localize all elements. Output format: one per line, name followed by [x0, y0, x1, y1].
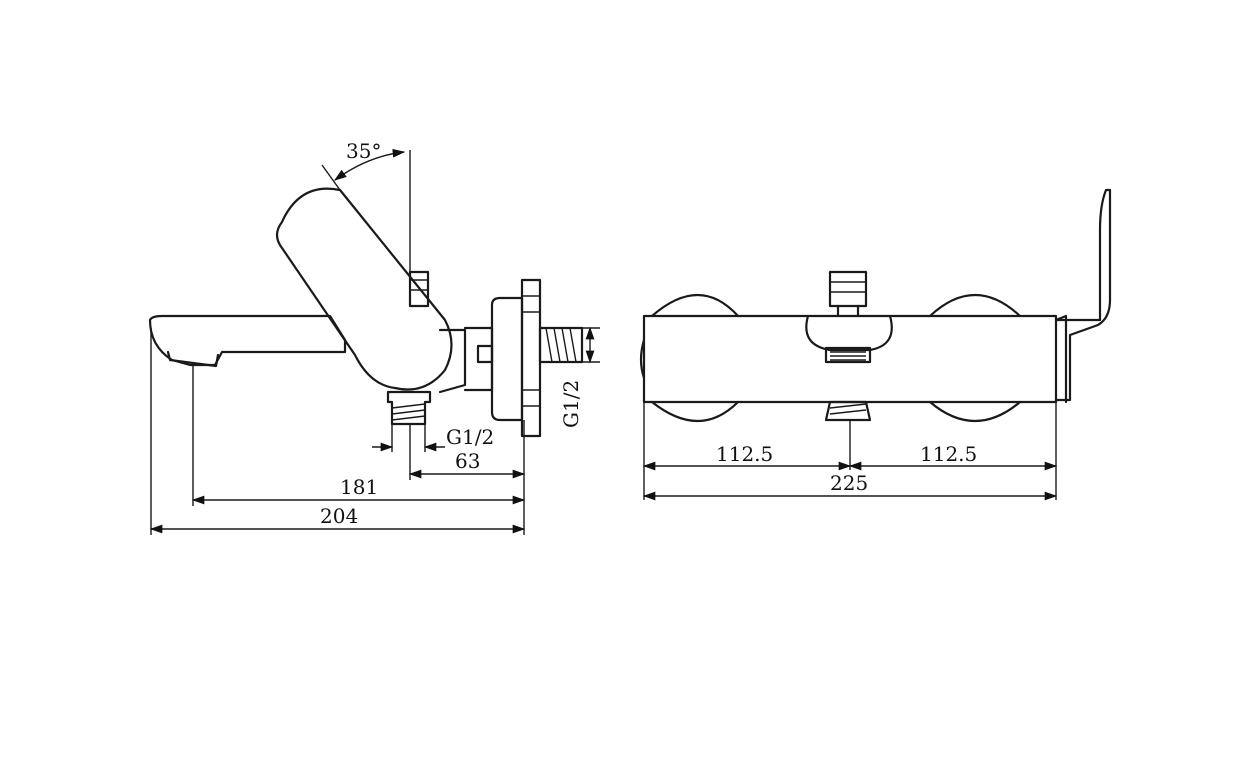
front-top-connector	[828, 270, 868, 308]
inlet-thread-label: G1/2	[559, 380, 583, 428]
spout-aerator	[166, 350, 220, 368]
spout	[148, 314, 347, 367]
front-lever	[1054, 188, 1112, 402]
front-view: 112.5 112.5 225	[639, 188, 1112, 501]
top-connector	[408, 270, 430, 308]
dimension-112-5-left: 112.5	[716, 442, 773, 466]
side-view: 35° G1/2 G1/2 63 181 204	[148, 139, 600, 535]
rosette-left	[650, 294, 740, 422]
valve-body	[438, 328, 467, 394]
angle-label: 35°	[346, 139, 381, 163]
dimension-63: 63	[455, 449, 480, 473]
dimension-181: 181	[340, 475, 378, 499]
dimension-112-5-right: 112.5	[920, 442, 977, 466]
dimension-225: 225	[830, 471, 868, 495]
outlet-thread-label: G1/2	[446, 425, 494, 449]
mixer-body	[642, 314, 1058, 404]
lever-handle	[275, 187, 453, 391]
dimension-204: 204	[320, 504, 358, 528]
front-bottom-outlet	[824, 400, 872, 422]
rosette-right	[928, 294, 1022, 422]
wall-eccentric	[490, 296, 524, 422]
